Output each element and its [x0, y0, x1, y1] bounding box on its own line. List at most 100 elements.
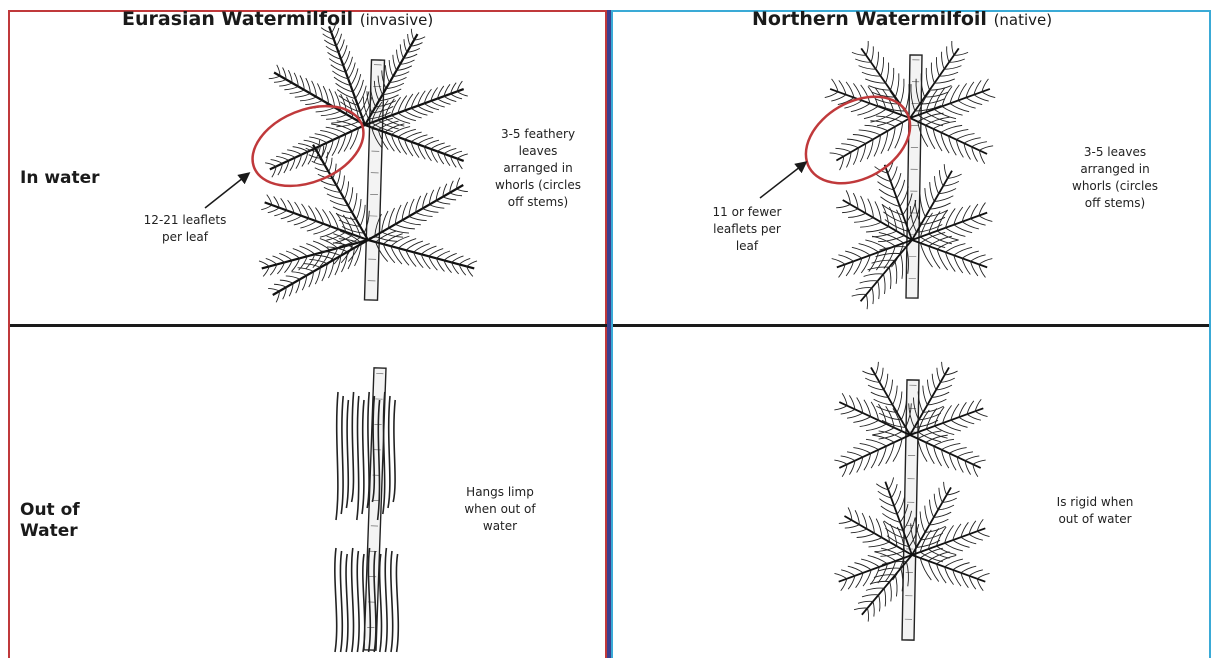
- leaflet: [273, 256, 285, 262]
- leaflet: [847, 139, 866, 143]
- leaflet: [325, 152, 328, 165]
- leaflet: [935, 176, 939, 194]
- leaflet: [847, 413, 863, 418]
- leaflet: [920, 512, 925, 533]
- leaflet: [897, 392, 902, 413]
- leaflet: [860, 222, 881, 227]
- leaflet: [928, 552, 949, 561]
- leaflet: [848, 566, 863, 573]
- leaflet: [411, 135, 427, 142]
- eurasian-milfoil-in-water-icon: [259, 22, 477, 302]
- leaflet: [857, 533, 875, 537]
- leaflet: [942, 52, 945, 69]
- leaflet: [832, 259, 846, 265]
- leaflet: [875, 362, 878, 375]
- leaflet: [972, 142, 987, 147]
- limp-leaf: [357, 396, 359, 520]
- limp-leaf: [367, 392, 369, 508]
- leaf-rachis: [839, 435, 910, 468]
- leaflet: [853, 448, 870, 454]
- leaflet: [865, 125, 888, 130]
- leaflet: [953, 540, 970, 547]
- leaflet: [888, 380, 892, 398]
- leaflet: [287, 150, 301, 155]
- limp-leaf: [357, 551, 359, 652]
- leaflet: [457, 91, 468, 96]
- leaflet: [404, 132, 421, 139]
- leaflet: [895, 73, 899, 97]
- leaflet: [444, 253, 457, 260]
- leaflet: [443, 197, 456, 200]
- limp-leaf: [393, 400, 395, 502]
- leaflet: [276, 156, 289, 160]
- limp-leaf: [396, 554, 398, 652]
- leaflet: [321, 111, 341, 116]
- leaflet: [969, 534, 983, 540]
- leaflet: [842, 209, 858, 213]
- leaflet: [279, 253, 292, 260]
- leaflet: [422, 209, 438, 213]
- leaflet: [358, 86, 366, 106]
- leaflet: [300, 246, 315, 254]
- leaflet: [934, 426, 954, 434]
- leaflet: [326, 127, 346, 134]
- leaflet: [320, 229, 339, 237]
- leaflet: [313, 241, 330, 250]
- leaflet: [936, 57, 939, 76]
- leaflet: [874, 575, 895, 578]
- leaflet: [895, 575, 897, 596]
- leaflet: [334, 28, 339, 40]
- leaflet: [853, 135, 873, 140]
- eurasian-milfoil-out-of-water-icon: [335, 368, 398, 652]
- leaflet: [298, 268, 314, 272]
- leaflet: [290, 90, 305, 93]
- leaflet: [944, 482, 947, 495]
- leaflet: [929, 234, 952, 244]
- leaflet: [444, 148, 456, 153]
- leaflet: [866, 588, 884, 590]
- limp-leaf: [346, 400, 348, 508]
- leaflet: [836, 204, 850, 207]
- northern-pointer-arrow: [760, 163, 805, 198]
- leaflet: [292, 272, 307, 276]
- leaflet: [891, 484, 897, 498]
- leaflet: [348, 187, 352, 206]
- leaflet: [467, 261, 477, 267]
- leaflet: [274, 210, 287, 215]
- leaflet: [951, 420, 968, 427]
- leaflet: [873, 601, 874, 616]
- leaflet: [939, 488, 942, 503]
- leaflet: [936, 546, 956, 554]
- leaflet: [282, 153, 296, 157]
- leaflet: [315, 255, 334, 259]
- leaflet: [841, 456, 855, 461]
- leaflet: [897, 497, 904, 514]
- leaflet: [942, 106, 963, 115]
- leaflet: [894, 491, 901, 506]
- leaflet: [274, 284, 286, 287]
- leaflet: [884, 374, 888, 390]
- leaflet: [274, 80, 286, 83]
- limp-leaf: [335, 548, 337, 652]
- leaflet: [329, 158, 332, 172]
- leaflet: [853, 417, 870, 423]
- leaflet: [838, 255, 853, 261]
- leaflet: [890, 68, 893, 90]
- leaflet: [271, 160, 283, 164]
- leaflet: [952, 41, 954, 55]
- leaflet: [961, 537, 976, 544]
- northern-milfoil-out-of-water-icon: [834, 362, 989, 640]
- leaflet: [977, 573, 989, 578]
- leaflet: [932, 374, 936, 390]
- leaflet: [316, 108, 335, 112]
- leaflet: [395, 224, 415, 229]
- leaflet: [937, 240, 959, 249]
- leaflet: [967, 414, 981, 420]
- limp-leaf: [385, 548, 387, 652]
- leaflet: [864, 109, 886, 118]
- leaflet: [437, 99, 450, 105]
- limp-leaf: [336, 392, 338, 520]
- leaflet: [259, 261, 269, 267]
- leaflet: [834, 406, 847, 410]
- leaflet: [261, 205, 272, 210]
